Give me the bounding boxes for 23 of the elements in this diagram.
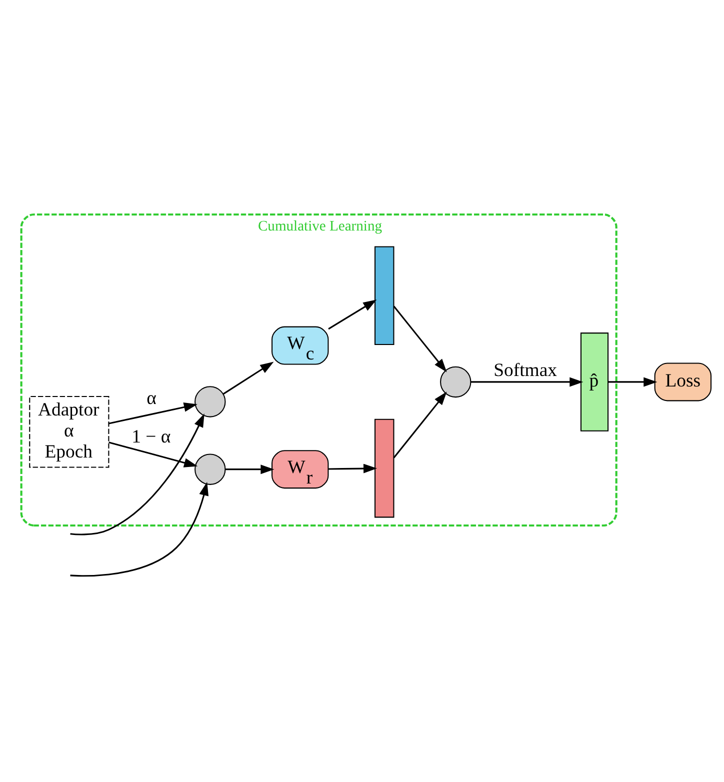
edge-label: α bbox=[146, 388, 156, 409]
edge-label: 1 − α bbox=[132, 426, 171, 448]
node-bar bbox=[374, 246, 394, 345]
arrow bbox=[393, 391, 447, 458]
arrow bbox=[70, 481, 208, 576]
arrow bbox=[328, 463, 378, 473]
node-box: p̂ bbox=[580, 332, 609, 431]
edge-label: Softmax bbox=[494, 360, 558, 381]
node-bar bbox=[374, 418, 394, 518]
node-box: Loss bbox=[654, 362, 712, 401]
node-circle bbox=[194, 386, 226, 417]
arrow bbox=[328, 299, 377, 330]
arrow bbox=[70, 413, 204, 535]
arrow bbox=[108, 441, 198, 467]
arrow bbox=[470, 376, 584, 386]
arrow bbox=[222, 361, 274, 394]
arrow bbox=[108, 402, 198, 424]
node-circle bbox=[440, 366, 472, 398]
node-box: Adaptor α Epoch bbox=[29, 396, 110, 468]
node-circle bbox=[194, 453, 226, 484]
arrow bbox=[393, 305, 447, 372]
arrow bbox=[608, 376, 658, 386]
arrow bbox=[225, 464, 274, 474]
